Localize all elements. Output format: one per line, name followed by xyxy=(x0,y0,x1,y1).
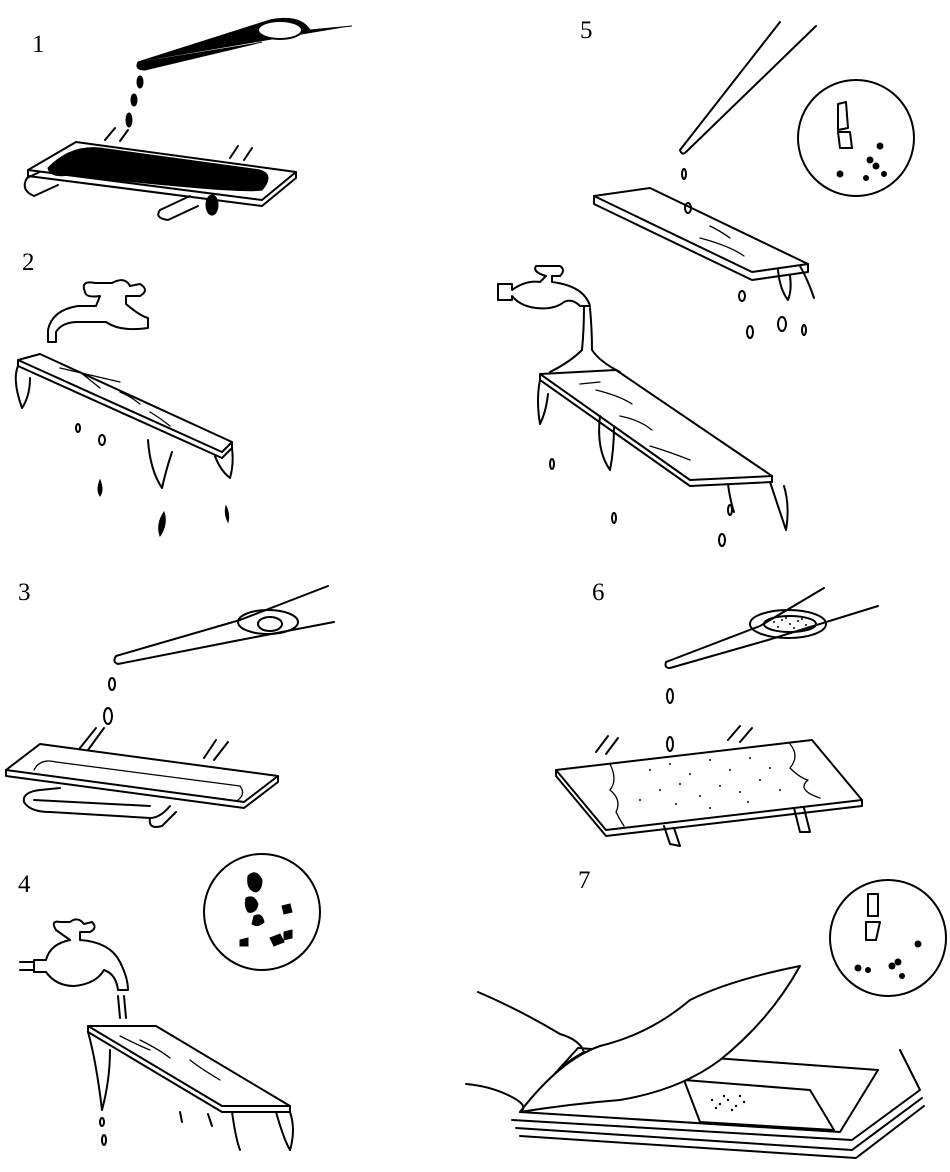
faucet-icon xyxy=(33,918,129,991)
stain-drop-icon xyxy=(130,93,138,107)
rack-rod-icon xyxy=(663,807,811,847)
plug-icon xyxy=(19,961,35,971)
glass-slide-icon xyxy=(593,187,809,273)
step-7-number: 7 xyxy=(578,867,591,894)
step-2-water-rinse xyxy=(14,279,234,538)
microscope-field-icon xyxy=(829,879,947,997)
step-4-rinse-and-view xyxy=(19,853,321,1151)
step-4-number: 4 xyxy=(18,871,31,898)
glass-slide-icon xyxy=(539,369,773,481)
reagent-drop-icon xyxy=(103,707,113,725)
step-3-number: 3 xyxy=(18,579,31,606)
microscope-field-icon xyxy=(203,853,321,971)
step-2-number: 2 xyxy=(22,249,35,276)
pipette-icon xyxy=(679,21,817,155)
dropper-black-icon xyxy=(136,17,353,71)
faucet-icon xyxy=(497,265,591,310)
reagent-drop-icon xyxy=(666,688,674,704)
microscope-field-icon xyxy=(797,79,915,197)
step-1-stain-slide xyxy=(23,17,353,221)
glass-slide-icon xyxy=(87,1025,291,1107)
staining-rack-icon xyxy=(22,787,177,828)
glass-slide-icon xyxy=(555,739,863,831)
slide-under-paper-icon xyxy=(683,1079,835,1131)
rack-rod-icon xyxy=(157,195,199,221)
dropper-bulb-icon xyxy=(257,20,303,40)
pipette-bulb-icon xyxy=(749,609,827,639)
reagent-drop-icon xyxy=(666,736,674,752)
step-6-counterstain xyxy=(555,587,879,847)
stain-drop-icon xyxy=(125,112,133,128)
blotting-paper-stack-icon xyxy=(511,1049,925,1159)
pipette-bulb-icon xyxy=(237,609,299,635)
hand-icon xyxy=(465,991,585,1113)
step-3-reagent-drop xyxy=(5,585,335,828)
stain-drop-icon xyxy=(136,75,144,89)
pipette-icon xyxy=(113,585,335,665)
step-5-number: 5 xyxy=(580,17,593,44)
pipette-icon xyxy=(664,587,879,669)
faucet-icon xyxy=(47,279,149,343)
step-5-decolorize-rinse xyxy=(497,21,915,547)
lifting-sheet-icon xyxy=(519,965,801,1113)
glass-slide-icon xyxy=(17,353,233,453)
step-7-blot-dry xyxy=(465,879,947,1159)
dark-stain-pool-icon xyxy=(47,147,269,192)
step-1-number: 1 xyxy=(32,31,45,58)
reagent-drop-icon xyxy=(108,677,116,691)
step-6-number: 6 xyxy=(592,579,605,606)
stain-drip-icon xyxy=(205,194,219,216)
